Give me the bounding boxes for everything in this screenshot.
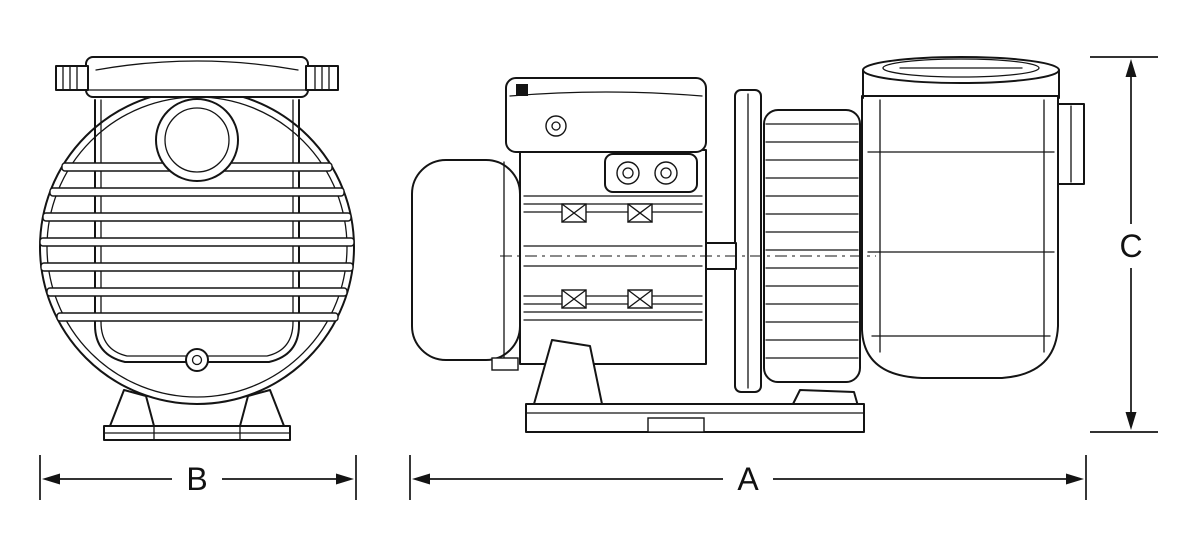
dimension-c: C [1090, 56, 1158, 433]
front-base-feet [103, 389, 291, 441]
diffuser-rib-section [763, 109, 861, 383]
side-base-feet [525, 339, 865, 433]
seal-plate-disc [734, 89, 762, 393]
lid-side-plug-right [305, 65, 339, 91]
diffuser-ribs [765, 123, 859, 359]
cable-gland [545, 115, 567, 137]
fan-cover [411, 159, 521, 371]
dimension-label-b: B [186, 461, 207, 497]
dimension-a-arrow-left [412, 473, 430, 485]
dimension-b-arrow-left [42, 473, 60, 485]
dimension-a: A [409, 455, 1087, 500]
terminal-box [505, 77, 707, 153]
front-view-pump [39, 56, 355, 441]
dimension-c-arrow-bottom [1125, 412, 1137, 430]
dimension-b: B [39, 455, 357, 500]
drain-plug [185, 348, 209, 372]
side-view-pump-motor-assembly [411, 56, 1085, 433]
dimension-label-a: A [737, 461, 759, 497]
discharge-port [1057, 103, 1085, 185]
motor-bearing-blocks [561, 203, 653, 309]
lid-side-plug-left [55, 65, 89, 91]
pot-lid [862, 56, 1060, 99]
dimension-a-arrow-right [1066, 473, 1084, 485]
dimension-b-arrow-right [336, 473, 354, 485]
housing-ribs [39, 162, 355, 322]
motor-endbell-panel [604, 153, 698, 193]
dimension-label-c: C [1119, 228, 1142, 264]
strainer-lid [85, 56, 309, 98]
motor-fins [523, 195, 703, 321]
suction-port [155, 98, 239, 182]
strainer-pot [861, 95, 1085, 379]
dimension-c-arrow-top [1125, 59, 1137, 77]
